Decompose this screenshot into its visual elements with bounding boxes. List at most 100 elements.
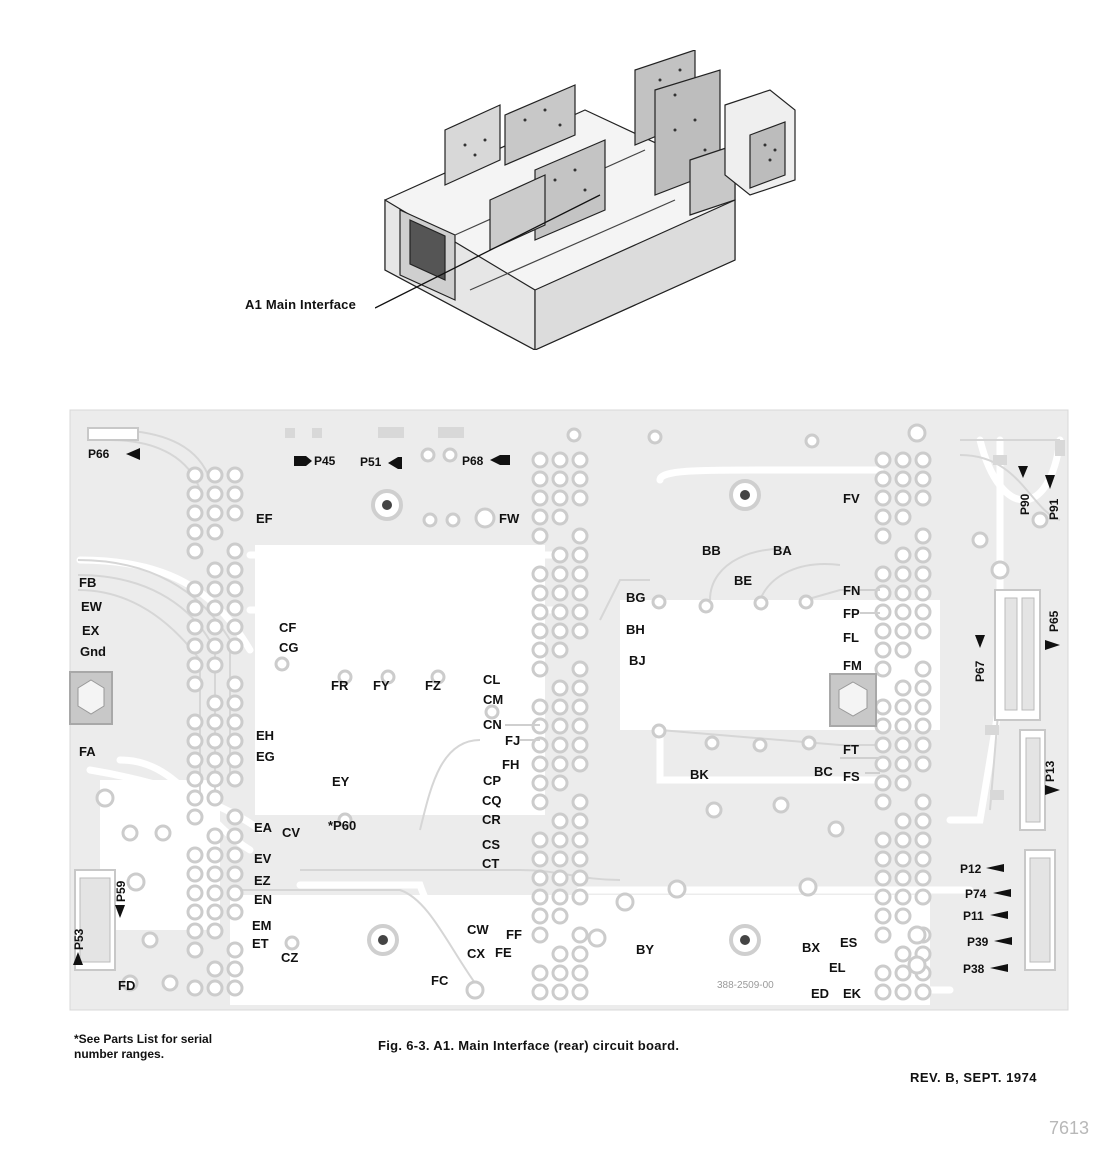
solder-pad (894, 869, 912, 887)
test-point-label: EV (254, 851, 272, 866)
solder-pad (186, 466, 204, 484)
test-point-label: BK (690, 767, 709, 782)
test-point-label: *P60 (328, 818, 356, 833)
test-point-label: BB (702, 543, 721, 558)
solder-pad (551, 451, 569, 469)
solder-pad (186, 485, 204, 503)
solder-pad (186, 922, 204, 940)
solder-pad (531, 831, 549, 849)
test-point-label: FC (431, 973, 449, 988)
solder-pad (571, 470, 589, 488)
solder-pad (874, 489, 892, 507)
solder-pad (206, 827, 224, 845)
solder-pad (571, 565, 589, 583)
solder-pad (571, 812, 589, 830)
test-point-label: CV (282, 825, 300, 840)
solder-pad (914, 679, 932, 697)
test-point-label: BC (814, 764, 833, 779)
solder-pad (874, 793, 892, 811)
solder-pad (551, 508, 569, 526)
test-point-label: BG (626, 590, 646, 605)
solder-pad (571, 755, 589, 773)
solder-pad (531, 964, 549, 982)
solder-pad (226, 884, 244, 902)
test-point-label: CX (467, 946, 485, 961)
solder-pad (551, 489, 569, 507)
revision-note: REV. B, SEPT. 1974 (910, 1070, 1038, 1085)
solder-pad (186, 580, 204, 598)
solder-pad (914, 983, 932, 1001)
test-point-label: FB (79, 575, 96, 590)
test-point-label: CF (279, 620, 296, 635)
solder-pad (874, 850, 892, 868)
solder-pad (551, 831, 569, 849)
test-point-label: CZ (281, 950, 298, 965)
test-point-label: CW (467, 922, 489, 937)
solder-pad (206, 846, 224, 864)
solder-pad (914, 527, 932, 545)
solder-pad (894, 812, 912, 830)
solder-pad (874, 527, 892, 545)
board-part-number: 388-2509-00 (717, 980, 774, 991)
solder-pad (874, 717, 892, 735)
solder-pad (894, 489, 912, 507)
solder-pad (551, 603, 569, 621)
solder-pad (894, 964, 912, 982)
solder-pad (571, 983, 589, 1001)
solder-pad (914, 603, 932, 621)
connector-label-p53: P53 (72, 928, 86, 950)
solder-pad (226, 941, 244, 959)
solder-pad (186, 979, 204, 997)
solder-pad (551, 546, 569, 564)
solder-pad (226, 599, 244, 617)
solder-pad (551, 869, 569, 887)
test-point-label: CG (279, 640, 299, 655)
solder-pad (894, 565, 912, 583)
solder-pad (894, 698, 912, 716)
solder-pad (531, 926, 549, 944)
solder-pad (571, 926, 589, 944)
solder-pad (226, 865, 244, 883)
test-point-label: BE (734, 573, 752, 588)
solder-pad (531, 907, 549, 925)
solder-pad (531, 508, 549, 526)
solder-pad (571, 584, 589, 602)
solder-pad (571, 964, 589, 982)
solder-pad (531, 660, 549, 678)
solder-pad (551, 983, 569, 1001)
solder-pad (551, 812, 569, 830)
test-point-label: FA (79, 744, 96, 759)
solder-pad (894, 850, 912, 868)
solder-pad (186, 542, 204, 560)
solder-pad (226, 694, 244, 712)
solder-pad (186, 675, 204, 693)
solder-pad (206, 694, 224, 712)
solder-pad (894, 603, 912, 621)
connector-label-p51: P51 (360, 455, 382, 469)
solder-pad (531, 489, 549, 507)
test-point-label: Gnd (80, 644, 106, 659)
callout-label: A1 Main Interface (245, 297, 357, 312)
solder-pad (186, 865, 204, 883)
solder-pad (531, 527, 549, 545)
solder-pad (914, 565, 932, 583)
solder-pad (874, 964, 892, 982)
connector-label-p11: P11 (963, 909, 984, 923)
solder-pad (531, 641, 549, 659)
solder-pad (914, 546, 932, 564)
test-point-label: FJ (505, 733, 520, 748)
test-point-label: EM (252, 918, 272, 933)
test-point-label: FD (118, 978, 135, 993)
solder-pad (531, 451, 549, 469)
solder-pad (874, 565, 892, 583)
solder-pad (874, 869, 892, 887)
solder-pad (894, 679, 912, 697)
connector-label-p74: P74 (965, 887, 987, 901)
solder-pad (206, 751, 224, 769)
solder-pad (551, 565, 569, 583)
solder-pad (531, 698, 549, 716)
solder-pad (206, 884, 224, 902)
test-point-label: EY (332, 774, 350, 789)
test-point-label: FT (843, 742, 859, 757)
solder-pad (551, 907, 569, 925)
